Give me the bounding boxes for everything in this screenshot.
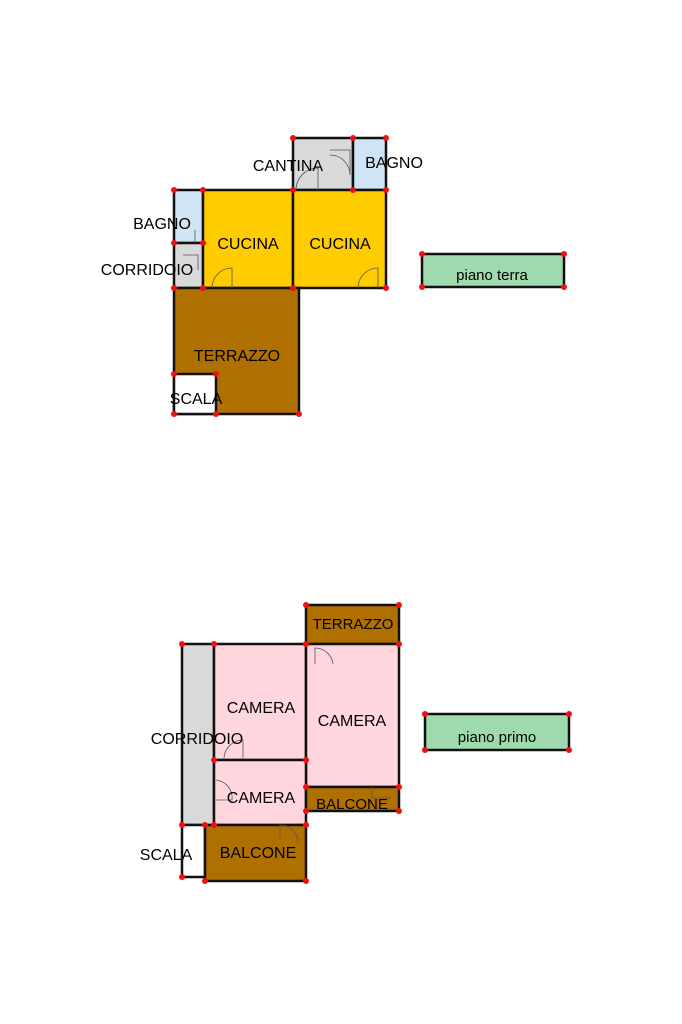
door-swing [183, 254, 199, 270]
legend-piano-primo-label: piano primo [458, 729, 536, 746]
label-camera-bottom: CAMERA [227, 790, 296, 807]
door-swing [215, 779, 233, 801]
legend-piano-primo [423, 712, 571, 752]
label-cantina: CANTINA [253, 158, 324, 175]
legend-piano-terra [420, 252, 566, 289]
ground-floor: CANTINA BAGNO BAGNO CUCINA CUCINA CORRID… [101, 135, 567, 417]
door-swing [357, 267, 379, 289]
room-scala-ground [172, 372, 218, 416]
label-corridoio-first: CORRIDOIO [151, 731, 243, 748]
door-swing [223, 739, 244, 759]
label-terrazzo-first: TERRAZZO [313, 616, 394, 633]
room-camera-bottom [212, 758, 308, 827]
room-camera-right [304, 642, 401, 789]
door-swing [295, 167, 319, 191]
first-floor: TERRAZZO CAMERA CAMERA CORRIDOIO CAMERA … [140, 602, 572, 884]
room-balcone-right [304, 785, 401, 813]
room-terrazzo-first [304, 603, 401, 646]
label-cucina-left: CUCINA [217, 236, 279, 253]
door-swing [314, 647, 334, 665]
room-cucina-right [291, 188, 388, 290]
door-swing [329, 154, 351, 176]
room-camera-top [212, 642, 308, 762]
label-balcone-bottom: BALCONE [220, 845, 296, 862]
door-swing [279, 824, 299, 844]
room-balcone-bottom [203, 823, 308, 883]
vertex-markers [171, 135, 567, 417]
label-terrazzo-ground: TERRAZZO [194, 348, 280, 365]
door-swing [211, 267, 233, 289]
door-swing [371, 787, 390, 799]
label-balcone-right: BALCONE [316, 796, 388, 813]
label-camera-right: CAMERA [318, 713, 387, 730]
legend-piano-terra-label: piano terra [456, 267, 528, 284]
label-corridoio-ground: CORRIDOIO [101, 262, 193, 279]
vertex-markers [179, 602, 572, 884]
label-cucina-right: CUCINA [309, 236, 371, 253]
label-bagno-top: BAGNO [365, 155, 423, 172]
door-swing [330, 149, 351, 175]
label-bagno-left: BAGNO [133, 216, 191, 233]
label-scala-first: SCALA [140, 847, 193, 864]
label-camera-top: CAMERA [227, 700, 296, 717]
label-scala-ground: SCALA [170, 391, 223, 408]
